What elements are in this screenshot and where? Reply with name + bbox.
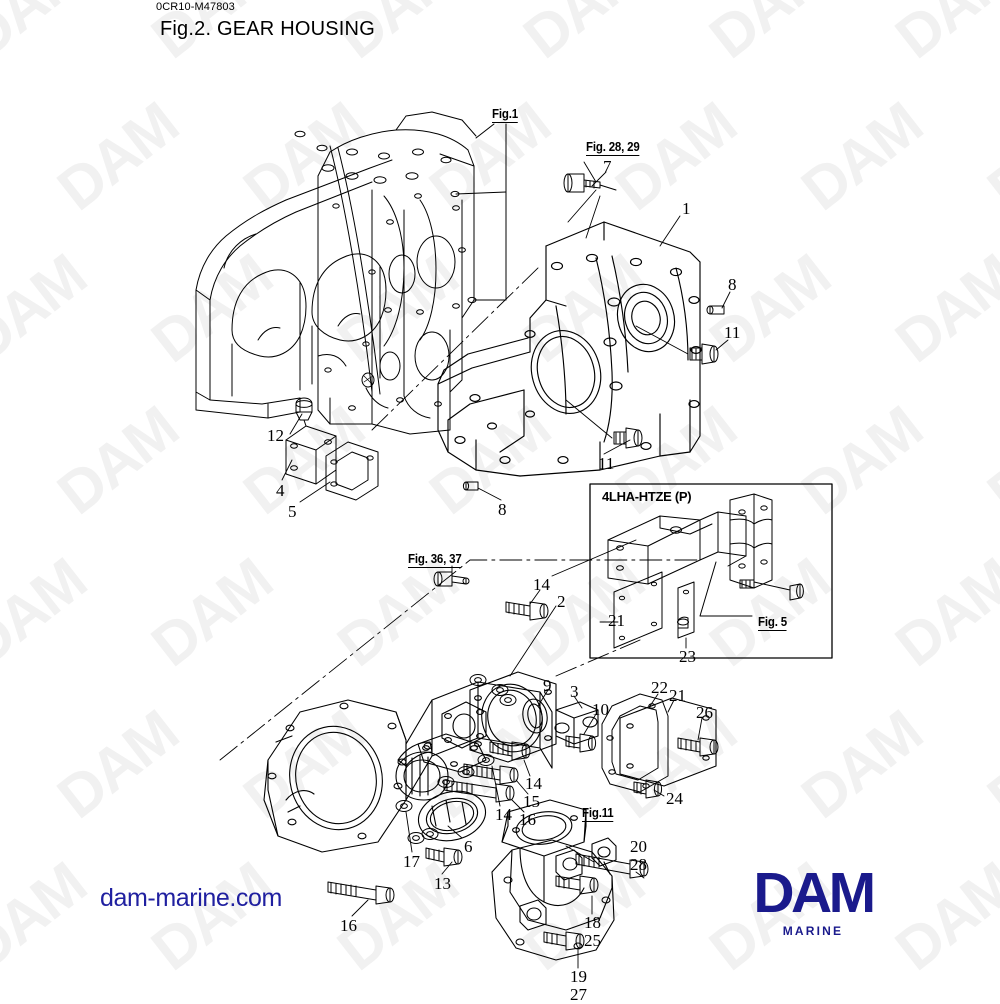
callout-11-lower[interactable]: 11	[598, 454, 615, 473]
callout-16-bottom[interactable]: 16	[340, 916, 357, 935]
callout-8-upper[interactable]: 8	[728, 275, 737, 294]
callout-19[interactable]: 19	[570, 967, 587, 986]
callout-16-mid[interactable]: 16	[519, 810, 536, 829]
part-9-oring	[522, 698, 548, 734]
logo-wordmark: DAM	[753, 861, 876, 925]
water-pump-housing	[491, 799, 617, 961]
callout-18[interactable]: 18	[584, 913, 601, 932]
logo-tagline: MARINE	[782, 923, 844, 938]
gear-housing-main	[437, 221, 702, 477]
part-number-code: 0CR10-M47803	[156, 1, 235, 13]
callout-1[interactable]: 1	[682, 199, 691, 218]
callout-2[interactable]: 2	[557, 592, 566, 611]
callout-13[interactable]: 13	[434, 874, 451, 893]
part-7-bolt	[563, 173, 617, 193]
callout-14-top[interactable]: 14	[533, 575, 550, 594]
part-5-gasket	[325, 441, 379, 501]
callout-4[interactable]: 4	[276, 481, 285, 500]
fig-ref-fig-28-29[interactable]: Fig. 28, 29	[586, 140, 640, 156]
fig-ref-fig-5[interactable]: Fig. 5	[758, 615, 787, 631]
callout-26[interactable]: 26	[696, 703, 713, 722]
inset-box	[589, 483, 833, 659]
engine-block-drawing	[195, 111, 477, 435]
callout-25[interactable]: 25	[584, 931, 601, 950]
callout-6[interactable]: 6	[464, 837, 473, 856]
callout-14-low[interactable]: 14	[495, 805, 512, 824]
callout-11-upper[interactable]: 11	[724, 323, 741, 342]
callout-22[interactable]: 22	[651, 678, 668, 697]
part-22-gasket	[601, 693, 669, 793]
callout-20[interactable]: 20	[630, 837, 647, 856]
callout-5[interactable]: 5	[288, 502, 297, 521]
website-url[interactable]: dam-marine.com	[100, 884, 282, 912]
inset-callout-21[interactable]: 21	[608, 611, 625, 630]
callout-8-lower[interactable]: 8	[498, 500, 507, 519]
fig-ref-fig-11[interactable]: Fig.11	[582, 806, 614, 822]
callout-15[interactable]: 15	[523, 792, 540, 811]
dam-marine-logo[interactable]: DAM MARINE	[718, 861, 908, 938]
fig1-leader	[450, 123, 507, 304]
callout-27[interactable]: 27	[570, 985, 587, 1004]
callout-3[interactable]: 3	[570, 682, 579, 701]
fasteners-group	[327, 571, 719, 951]
part-21-cover-plate	[619, 697, 717, 787]
washers	[395, 674, 517, 844]
part-8-dowel-pins	[462, 305, 725, 491]
callout-17[interactable]: 17	[403, 852, 420, 871]
part-11-bolts	[613, 343, 719, 449]
page-title: Fig.2. GEAR HOUSING	[160, 18, 375, 40]
part-3-bushing	[554, 701, 599, 745]
fig-ref-fig-36-37[interactable]: Fig. 36, 37	[408, 552, 462, 568]
callout-28[interactable]: 28	[630, 855, 647, 874]
leader-lines	[281, 171, 731, 969]
callout-7[interactable]: 7	[603, 157, 612, 176]
callout-14-mid[interactable]: 14	[525, 774, 542, 793]
part-12-plug	[295, 397, 313, 421]
callout-10[interactable]: 10	[592, 700, 609, 719]
inset-bracket-drawing	[607, 493, 804, 649]
callout-21[interactable]: 21	[669, 686, 686, 705]
callout-9[interactable]: 9	[543, 676, 552, 695]
inset-model-label: 4LHA-HTZE (P)	[602, 489, 692, 504]
fig-ref-fig-1[interactable]: Fig.1	[492, 107, 518, 123]
callout-12[interactable]: 12	[267, 426, 284, 445]
callout-24[interactable]: 24	[666, 789, 683, 808]
inset-callout-23[interactable]: 23	[679, 647, 696, 666]
